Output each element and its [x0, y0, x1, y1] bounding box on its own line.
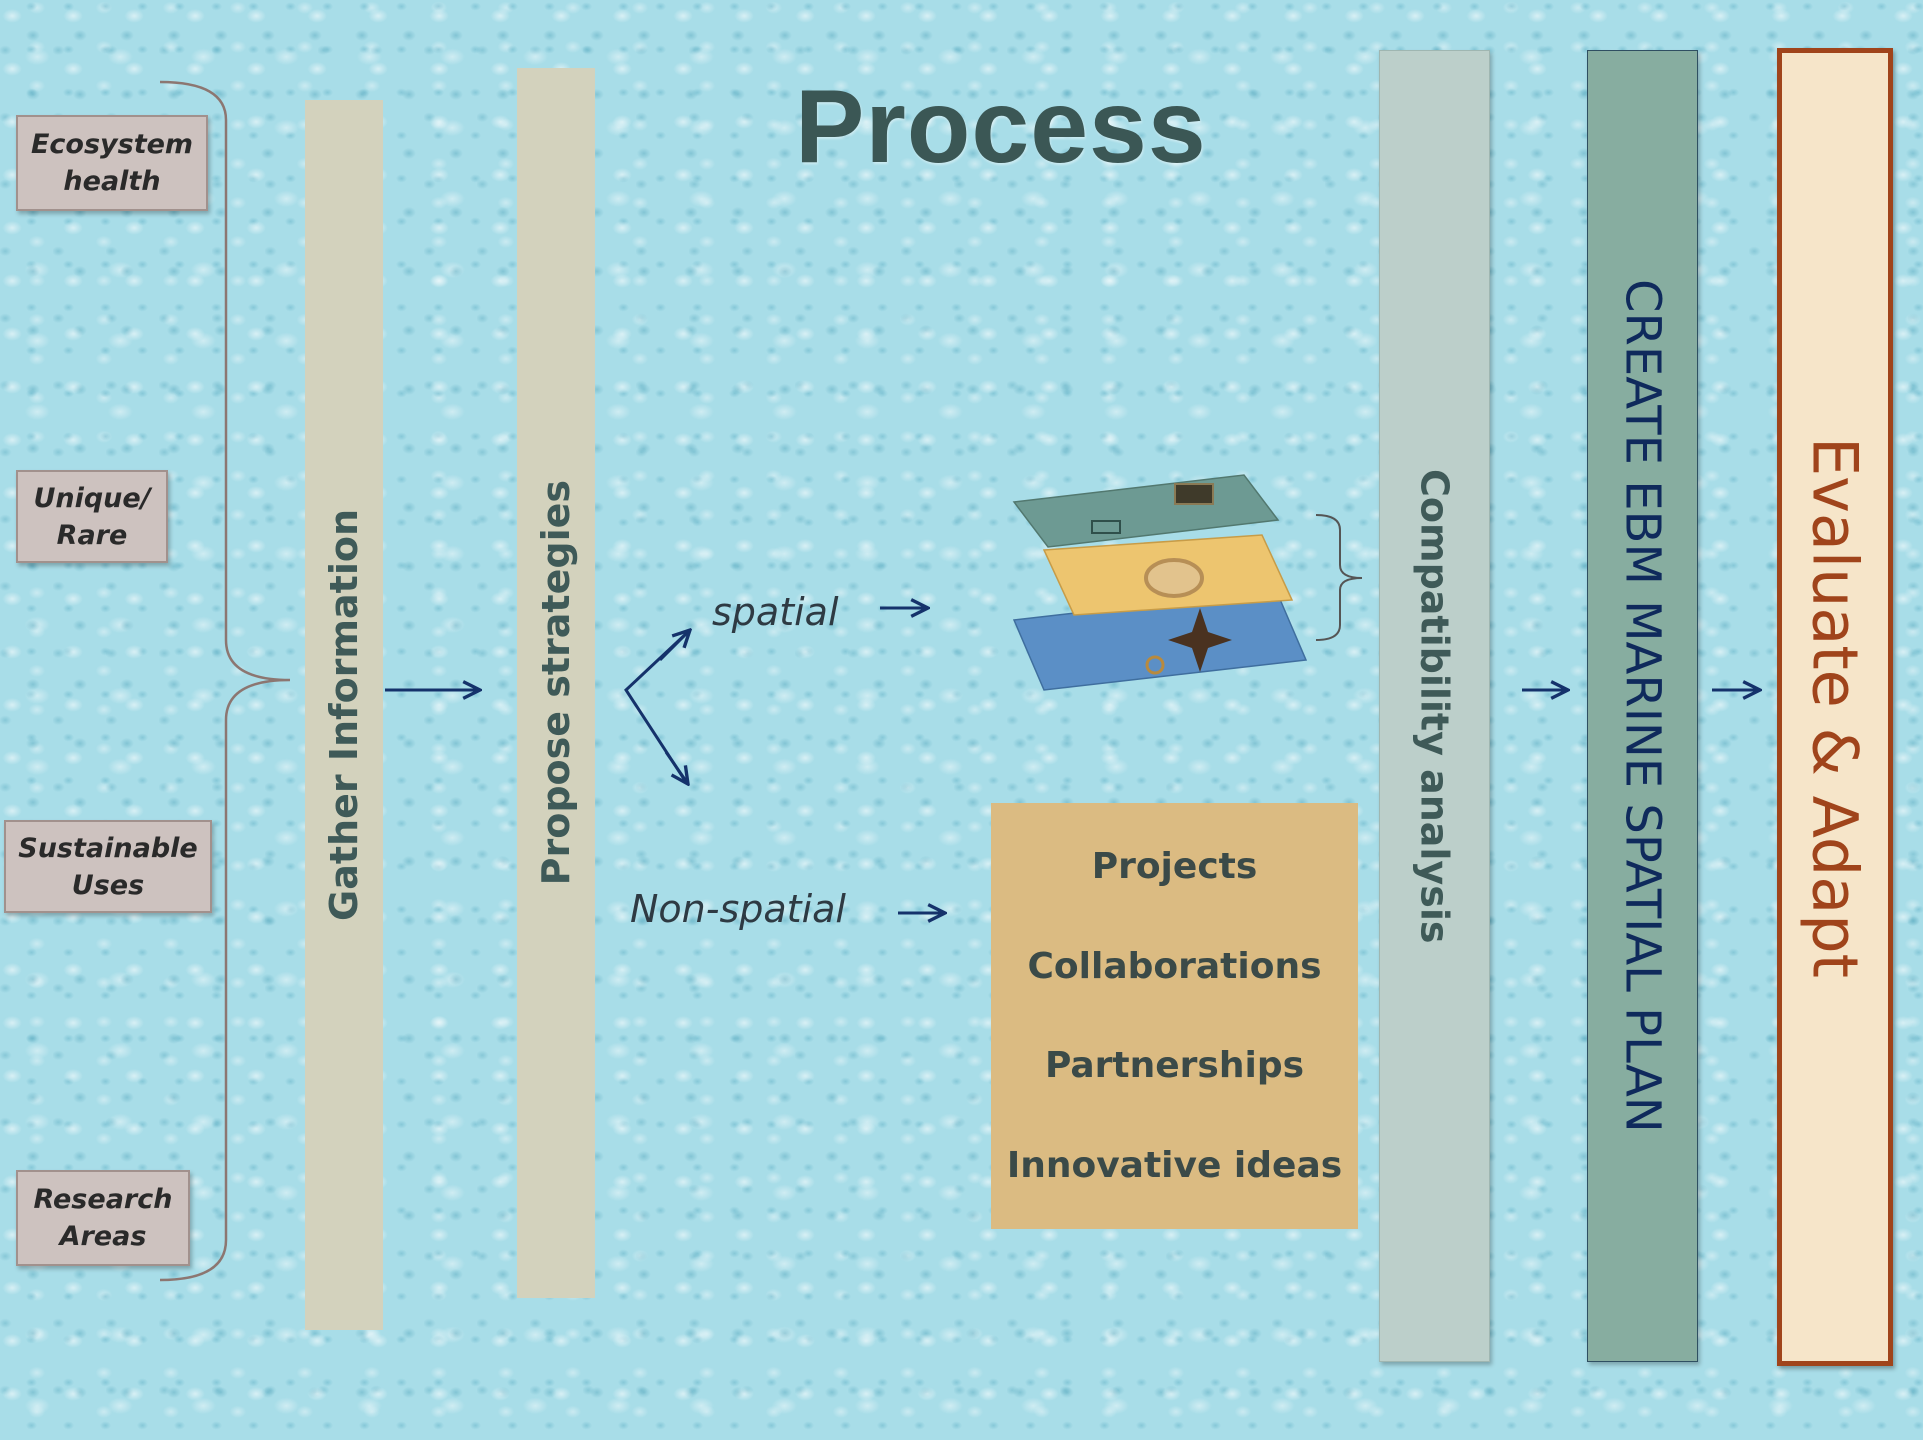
map-layers-icon [1012, 474, 1308, 691]
step-gather-information: Gather Information [305, 100, 383, 1330]
page-title: Process [795, 69, 1207, 185]
category-sustainable-uses: Sustainable Uses [4, 820, 212, 913]
branch-non-spatial-label: Non-spatial [630, 887, 846, 931]
non-spatial-box: Projects Collaborations Partnerships Inn… [991, 803, 1358, 1229]
arrow-fork-spatial [658, 630, 690, 662]
category-label: Unique/ Rare [33, 482, 151, 551]
category-research-areas: Research Areas [16, 1170, 190, 1266]
non-spatial-item: Projects [1091, 846, 1258, 888]
non-spatial-item: Innovative ideas [1006, 1144, 1343, 1186]
step-evaluate-adapt: Evaluate & Adapt [1777, 48, 1893, 1366]
non-spatial-item: Collaborations [1027, 945, 1322, 987]
step-propose-strategies: Propose strategies [517, 68, 595, 1298]
non-spatial-item: Partnerships [1044, 1045, 1305, 1087]
category-unique-rare: Unique/ Rare [16, 470, 168, 563]
category-label: Ecosystem health [30, 129, 194, 197]
curly-bracket [159, 80, 291, 1282]
fork-line [624, 628, 692, 783]
step-label: CREATE EBM MARINE SPATIAL PLAN [1614, 279, 1671, 1133]
branch-spatial-label: spatial [712, 590, 839, 634]
arrow-fork-non-spatial [664, 751, 688, 784]
category-ecosystem-health: Ecosystem health [16, 115, 208, 211]
layers-bracket [1315, 514, 1363, 641]
step-create-plan: CREATE EBM MARINE SPATIAL PLAN [1587, 50, 1698, 1362]
step-label: Evaluate & Adapt [1798, 436, 1872, 978]
step-compatibility-analysis: Compatibility analysis [1379, 50, 1490, 1362]
step-label: Compatibility analysis [1412, 468, 1457, 944]
category-label: Sustainable Uses [18, 832, 198, 901]
category-label: Research Areas [33, 1184, 173, 1252]
